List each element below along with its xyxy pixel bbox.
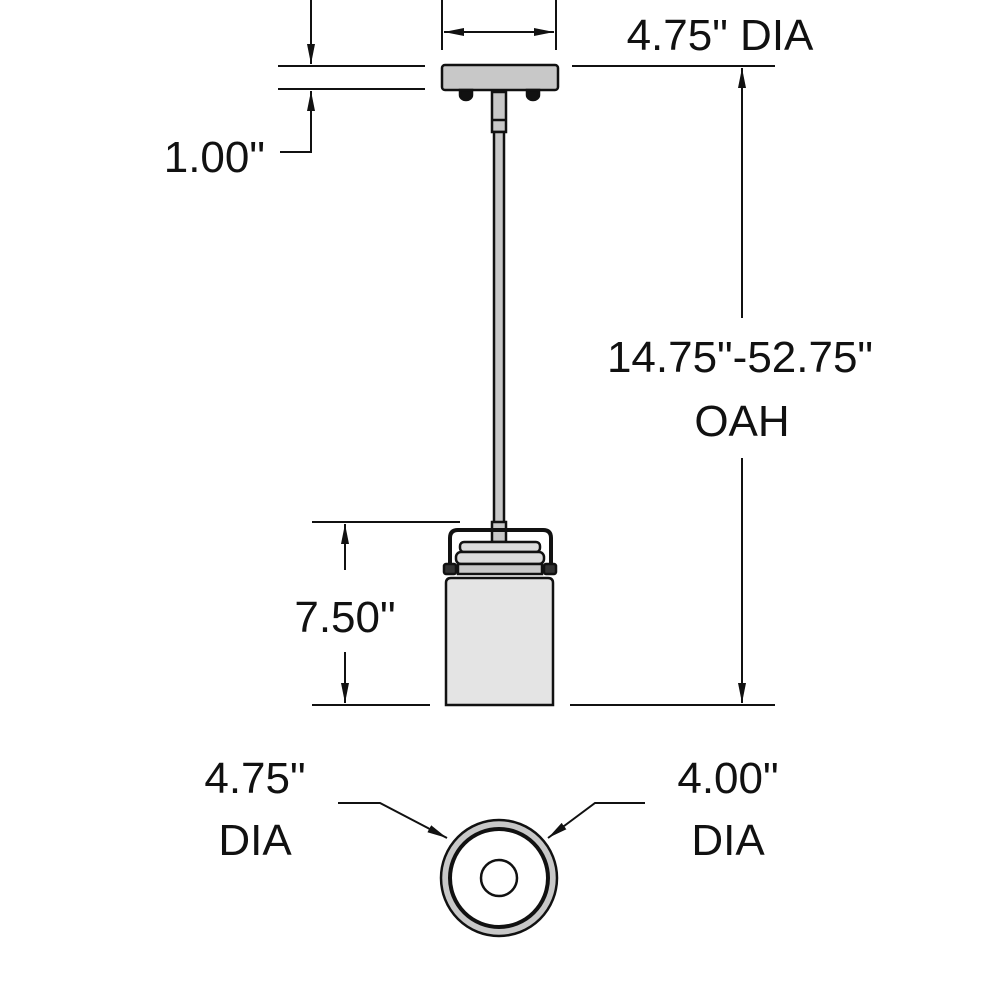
canopy-screw-right (525, 88, 541, 102)
shade-height-dimension (312, 521, 460, 706)
canopy-height-label: 1.00" (164, 133, 265, 182)
holder-knob-right (542, 562, 558, 576)
outer-dia-label: DIA (218, 816, 292, 865)
shade-holder-arm (448, 528, 553, 567)
bottom-view (439, 818, 559, 938)
holder-cap-top (458, 540, 542, 554)
canopy-height-dimension (278, 0, 425, 153)
canopy (440, 63, 560, 92)
inner-dia-value: 4.00" (677, 754, 778, 803)
stem-coupler (490, 90, 508, 134)
canopy-screw-left (458, 88, 474, 102)
outer-dia-value: 4.75" (204, 754, 305, 803)
socket-circle (479, 858, 519, 898)
oah-range-label: 14.75"-52.75" (607, 333, 873, 382)
canopy-dia-dimension (441, 0, 557, 50)
holder-knob-left (442, 562, 458, 576)
inner-dia-label: DIA (691, 816, 765, 865)
stem-rod (492, 130, 506, 526)
holder-cap-middle (454, 550, 546, 566)
pendant-fixture (440, 63, 560, 707)
oah-dimension (570, 65, 775, 706)
dia-leaders (338, 802, 645, 839)
shade-height-label: 7.50" (294, 593, 395, 642)
canopy-dia-label: 4.75" DIA (627, 11, 814, 60)
glass-shade (444, 576, 555, 707)
holder-ring (456, 562, 544, 576)
oah-label: OAH (694, 397, 789, 446)
